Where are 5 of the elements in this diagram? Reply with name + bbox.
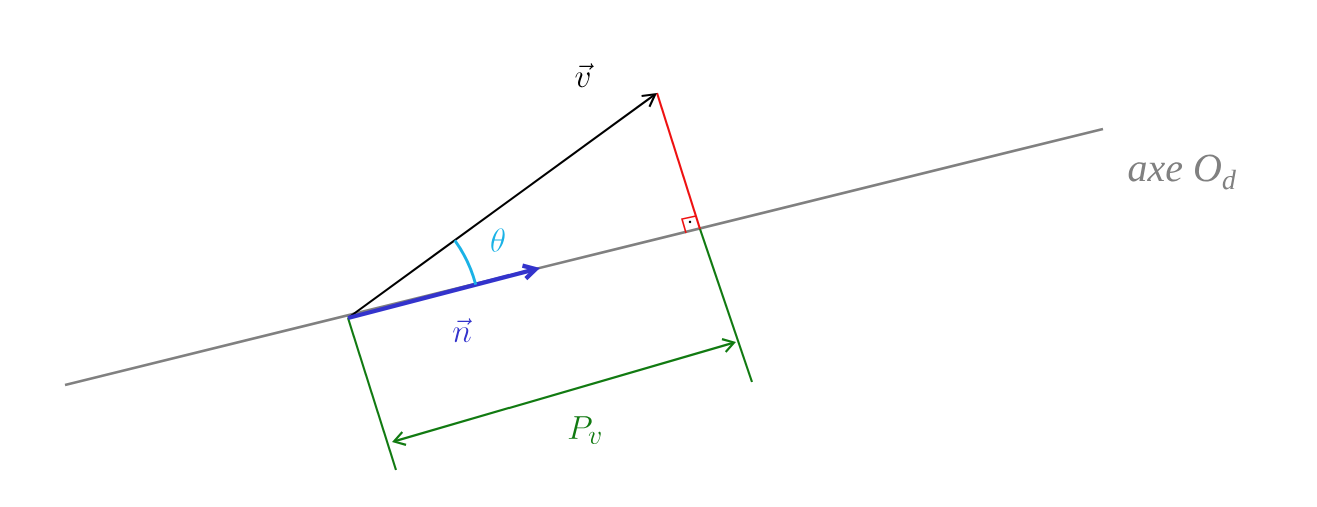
vector-label: $\vec{n}$ [453,318,472,343]
angle-label: $\theta$ [491,228,505,252]
dimension-label: $P_v$ [568,416,601,445]
axis-label: axe O$_{d}$ [1128,154,1236,190]
vector-label: $\vec{v}$ [575,63,594,88]
